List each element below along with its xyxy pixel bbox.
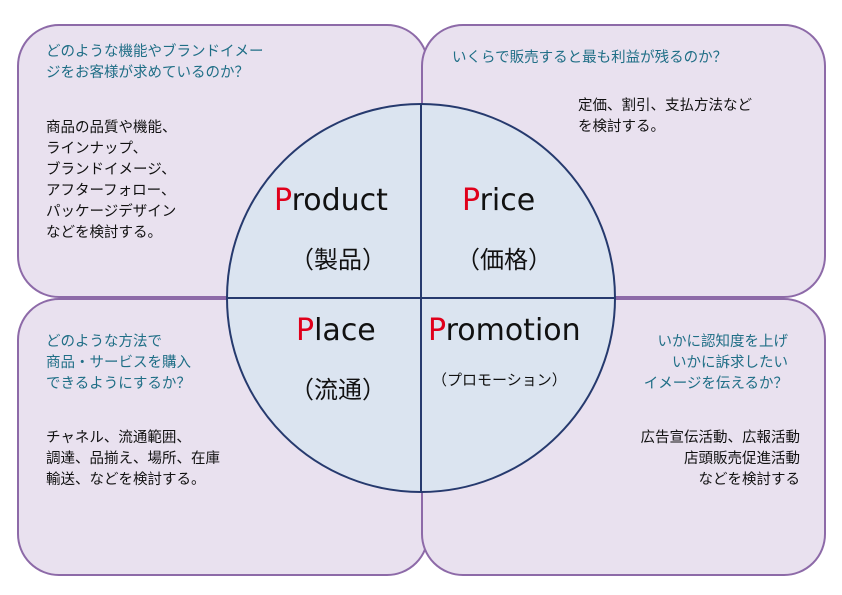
- product-detail-line: パッケージデザイン: [46, 204, 177, 220]
- product-label: Product: [274, 184, 388, 218]
- product-jp-label: （製品）: [290, 246, 386, 274]
- product-detail: 商品の品質や機能、 ラインナップ、 ブランドイメージ、 アフターフォロー、 パッ…: [46, 118, 177, 244]
- product-detail-line: ブランドイメージ、: [46, 162, 176, 178]
- promotion-question-line: いかに訴求したい: [672, 355, 788, 371]
- place-question-line: できるようにするか？: [46, 376, 191, 392]
- price-initial: P: [462, 183, 480, 218]
- product-detail-line: ラインナップ、: [46, 141, 148, 157]
- promotion-initial: P: [428, 313, 446, 348]
- place-detail-line: 輸送、などを検討する。: [46, 472, 206, 488]
- promotion-question-line: イメージを伝えるか？: [643, 376, 788, 392]
- product-detail-line: 商品の品質や機能、: [46, 120, 177, 136]
- place-detail-line: チャネル、流通範囲、: [46, 430, 191, 446]
- place-question-line: どのような方法で: [46, 334, 162, 350]
- price-question: いくらで販売すると最も利益が残るのか？: [452, 48, 727, 69]
- price-detail-line: を検討する。: [578, 119, 665, 135]
- place-detail-line: 調達、品揃え、場所、在庫: [46, 451, 220, 467]
- place-question: どのような方法で 商品・サービスを購入 できるようにするか？: [46, 332, 191, 395]
- product-question-line: どのような機能やブランドイメー: [46, 44, 264, 60]
- product-label-rest: roduct: [291, 183, 388, 218]
- promotion-label-rest: romotion: [445, 313, 581, 348]
- price-detail: 定価、割引、支払方法など を検討する。: [578, 96, 752, 138]
- product-initial: P: [274, 183, 292, 218]
- promotion-detail: 広告宣伝活動、広報活動 店頭販売促進活動 などを検討する: [641, 428, 801, 491]
- product-question: どのような機能やブランドイメー ジをお客様が求めているのか？: [46, 42, 264, 84]
- promotion-detail-line: 店頭販売促進活動: [684, 451, 800, 467]
- promotion-label: Promotion: [428, 314, 581, 348]
- promotion-question: いかに認知度を上げ いかに訴求したい イメージを伝えるか？: [644, 332, 788, 395]
- product-detail-line: などを検討する。: [46, 225, 162, 241]
- place-jp-label: （流通）: [290, 376, 386, 404]
- price-detail-line: 定価、割引、支払方法など: [578, 98, 752, 114]
- place-label: Place: [296, 314, 376, 348]
- promotion-detail-line: などを検討する: [698, 472, 801, 488]
- promotion-question-line: いかに認知度を上げ: [657, 334, 789, 350]
- price-label-rest: rice: [479, 183, 536, 218]
- place-question-line: 商品・サービスを購入: [46, 355, 191, 371]
- promotion-jp-label: （プロモーション）: [432, 371, 567, 389]
- place-detail: チャネル、流通範囲、 調達、品揃え、場所、在庫 輸送、などを検討する。: [46, 428, 220, 491]
- price-label: Price: [462, 184, 535, 218]
- product-question-line: ジをお客様が求めているのか？: [46, 65, 249, 81]
- place-label-rest: lace: [314, 313, 376, 348]
- place-initial: P: [296, 313, 315, 348]
- promotion-detail-line: 広告宣伝活動、広報活動: [640, 430, 801, 446]
- price-question-line: いくらで販売すると最も利益が残るのか？: [452, 50, 728, 66]
- product-detail-line: アフターフォロー、: [46, 183, 176, 199]
- price-jp-label: （価格）: [456, 246, 552, 274]
